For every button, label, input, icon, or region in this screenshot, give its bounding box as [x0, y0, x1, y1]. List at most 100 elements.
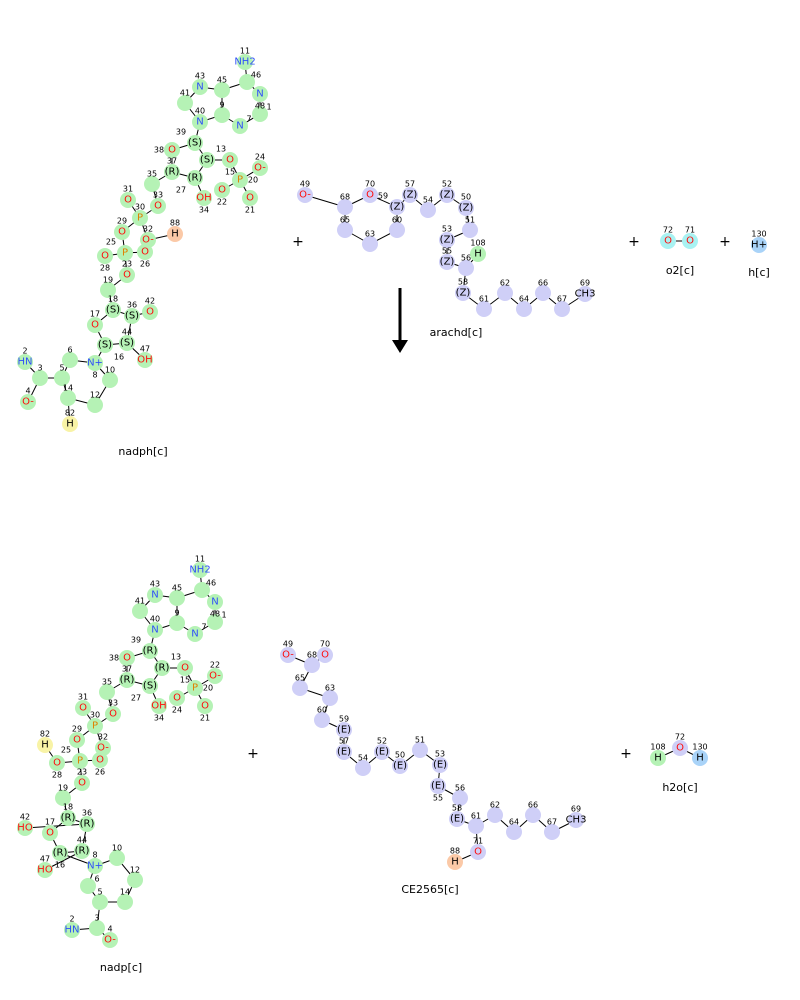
atom-number: 65 — [340, 216, 350, 225]
atom-highlight — [280, 647, 296, 663]
atom-number: 24 — [172, 706, 182, 715]
atom-number: 9 — [219, 101, 224, 110]
atom-number: 60 — [392, 216, 402, 225]
atom-highlight — [177, 95, 193, 111]
atom-number: 30 — [135, 203, 145, 212]
atom-highlight — [102, 372, 118, 388]
atom-number: 38 — [109, 654, 119, 663]
atom: 46 — [206, 579, 216, 588]
atom: (S)39 — [176, 128, 202, 149]
atom: (S)13 — [200, 145, 226, 166]
atom-highlight — [72, 753, 88, 769]
atom-highlight — [147, 622, 163, 638]
atom: H82 — [65, 409, 75, 430]
atom-number: 28 — [100, 264, 110, 273]
atom-number: 59 — [378, 192, 388, 201]
atom-highlight — [137, 352, 153, 368]
atom-number: 51 — [415, 736, 425, 745]
atom: 3 — [37, 364, 42, 373]
atom-symbol: (S) — [125, 311, 139, 322]
atom: H88 — [450, 847, 460, 868]
atom-symbol: (Z) — [456, 288, 471, 299]
atom: N43 — [150, 580, 160, 601]
atom-highlight — [304, 657, 320, 673]
atom: 9 — [219, 101, 224, 110]
atom-number: 48 — [210, 610, 220, 619]
atom: 41 — [135, 597, 145, 606]
atom-number: 22 — [217, 198, 227, 207]
atom-symbol: (E) — [393, 761, 407, 772]
atom-number: 13 — [216, 145, 226, 154]
molecule-h: H+130 — [751, 230, 767, 251]
atom-symbol: N — [256, 89, 263, 100]
atom-number: 2 — [69, 915, 74, 924]
plus-sign: + — [628, 234, 640, 250]
atom-symbol: (S) — [120, 338, 134, 349]
atom-highlight — [142, 304, 158, 320]
atom-number: 39 — [131, 636, 141, 645]
atom-highlight — [87, 858, 103, 874]
atom-symbol: O — [101, 251, 109, 262]
atom: O33 — [108, 699, 118, 720]
atom-number: 7 — [246, 115, 251, 124]
atom-number: 32 — [98, 733, 108, 742]
atom: (R)39 — [131, 636, 158, 657]
atom: 54 — [423, 196, 433, 205]
atom-symbol: (S) — [200, 155, 214, 166]
atom: 64 — [509, 818, 519, 827]
atom-number: 3 — [94, 914, 99, 923]
atom: O29 — [72, 725, 82, 746]
atom-symbol: NH2 — [234, 57, 255, 68]
atom-highlight — [99, 684, 115, 700]
atom-number: 59 — [339, 715, 349, 724]
atom-symbol: O — [181, 663, 189, 674]
atom: (R)27 — [176, 173, 203, 195]
atom-number: 19 — [58, 784, 68, 793]
atom-symbol: O — [141, 247, 149, 258]
atom-highlight — [32, 370, 48, 386]
atom-symbol: O — [79, 703, 87, 714]
atom-number: 62 — [490, 801, 500, 810]
atom-symbol: P — [237, 175, 243, 186]
atom-symbol: NH2 — [189, 565, 210, 576]
atom-highlight — [355, 760, 371, 776]
plus-sign: + — [719, 234, 731, 250]
label-h2o: h2o[c] — [662, 781, 697, 794]
atom-highlight — [79, 816, 95, 832]
static-text-layer: nadph[c] arachd[c] o2[c] h[c] nadp[c] CE… — [100, 234, 770, 974]
atom: O31 — [123, 185, 133, 206]
atom-symbol: (E) — [337, 725, 351, 736]
atom: O-22 — [209, 661, 221, 682]
atom-number: 68 — [307, 651, 317, 660]
atom: 10 — [112, 844, 122, 853]
atom-number: 58 — [452, 804, 462, 813]
atom-highlight — [87, 317, 103, 333]
atom-number: 130 — [692, 743, 707, 752]
atom-number: 57 — [405, 180, 415, 189]
atom-number: 31 — [123, 185, 133, 194]
atom-number: 42 — [145, 297, 155, 306]
atom-highlight — [252, 160, 268, 176]
atom: 51 — [465, 216, 475, 225]
atom-number: 14 — [120, 888, 130, 897]
atom: (R)18 — [61, 803, 76, 824]
atom-highlight — [20, 394, 36, 410]
atom: O 24 — [172, 693, 182, 715]
atom-number: 3 — [37, 364, 42, 373]
atom: 1 — [266, 103, 271, 112]
atom-number: 60 — [317, 706, 327, 715]
atom-highlight — [87, 355, 103, 371]
atom-highlight — [525, 807, 541, 823]
plus-sign: + — [620, 746, 632, 762]
atom: (E)59 — [337, 715, 351, 736]
atom-symbol: O — [173, 693, 181, 704]
atom-symbol: N — [236, 121, 243, 132]
atom-highlight — [544, 824, 560, 840]
atom-number: 55 — [433, 794, 443, 803]
